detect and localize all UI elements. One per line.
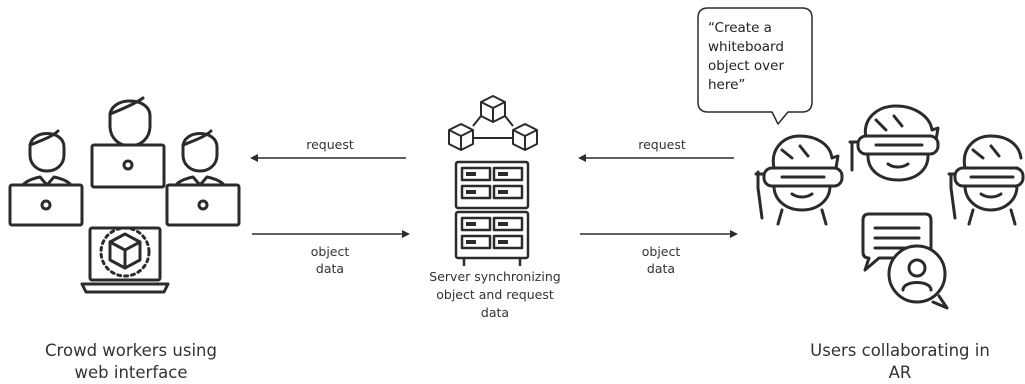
ar-user-middle-icon	[848, 104, 940, 182]
label-object-right-line2: data	[646, 261, 676, 276]
label-object-right-line1: object	[641, 244, 681, 259]
label-request-left: request	[306, 137, 354, 152]
arrow-object-data-right	[580, 230, 738, 238]
arrow-object-data-left	[252, 230, 410, 238]
right-caption-line1: Users collaborating in	[810, 341, 990, 360]
server-caption-line3: data	[480, 305, 510, 320]
arrow-request-left	[250, 154, 406, 162]
speech-bubble-icon	[697, 7, 813, 125]
ar-user-left-icon	[754, 134, 844, 226]
left-caption: Crowd workers using web interface	[0, 340, 262, 384]
bubble-line3: object over	[708, 58, 784, 74]
server-rack-icon	[454, 160, 530, 266]
right-caption: Users collaborating in AR	[780, 340, 1020, 384]
label-request-right: request	[638, 137, 686, 152]
bubble-line2: whiteboard	[708, 39, 784, 55]
server-caption-line2: object and request	[436, 287, 554, 302]
right-caption-line2: AR	[888, 363, 912, 382]
label-object-data-right: object data	[631, 243, 691, 277]
server-caption: Server synchronizing object and request …	[400, 268, 590, 322]
label-object-left-line2: data	[315, 261, 345, 276]
left-caption-line2: web interface	[74, 363, 188, 382]
label-object-data-left: object data	[300, 243, 360, 277]
laptop-center-icon	[90, 143, 166, 189]
left-caption-line1: Crowd workers using	[45, 341, 217, 360]
bubble-line4: here”	[708, 77, 746, 93]
cube-network-icon	[448, 95, 538, 151]
laptop-3d-object-icon	[80, 226, 170, 294]
ar-user-right-icon	[947, 134, 1025, 226]
laptop-left-icon	[8, 183, 84, 227]
arrow-request-right	[578, 154, 734, 162]
server-caption-line1: Server synchronizing	[429, 269, 561, 284]
chat-avatar-icon	[861, 212, 949, 310]
label-object-left-line1: object	[310, 244, 350, 259]
speech-bubble-text: “Create a whiteboard object over here”	[708, 19, 818, 95]
bubble-line1: “Create a	[708, 20, 772, 36]
laptop-right-icon	[165, 183, 241, 227]
